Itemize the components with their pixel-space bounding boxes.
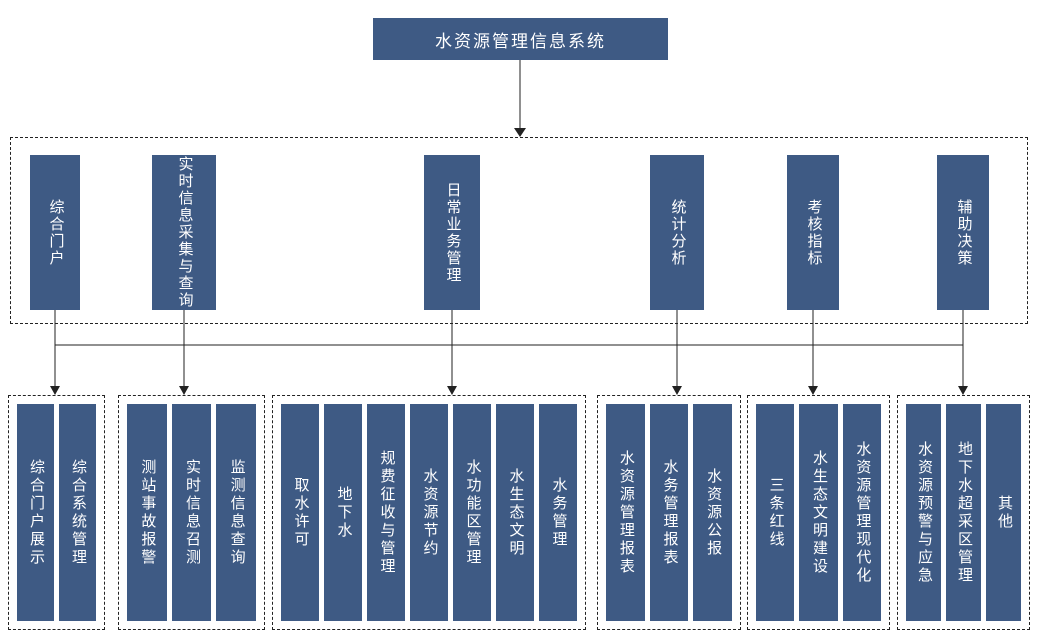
node-label: 三条红线 <box>767 476 784 549</box>
node-portal-display: 综合门户展示 <box>17 404 54 621</box>
node-label: 水生态文明建设 <box>810 449 827 576</box>
node-realtime-info-polling: 实时信息召测 <box>171 404 212 621</box>
node-statistical-analysis: 统计分析 <box>650 155 704 310</box>
node-other: 其他 <box>986 404 1021 621</box>
node-label: 日常业务管理 <box>444 181 461 284</box>
node-label: 取水许可 <box>292 476 309 549</box>
node-label: 规费征收与管理 <box>378 449 395 576</box>
root-connector <box>514 60 526 137</box>
node-groundwater-overdraft-zone-mgmt: 地下水超采区管理 <box>946 404 981 621</box>
node-water-affairs-mgmt-report: 水务管理报表 <box>649 404 689 621</box>
node-label: 综合门户 <box>47 198 64 267</box>
node-water-function-zone-mgmt: 水功能区管理 <box>453 404 491 621</box>
node-water-eco-civilization-construction: 水生态文明建设 <box>799 404 838 621</box>
root-node: 水资源管理信息系统 <box>373 18 668 60</box>
node-integrated-system-mgmt: 综合系统管理 <box>59 404 96 621</box>
node-label: 水务管理 <box>550 476 567 549</box>
node-label: 水资源节约 <box>421 467 438 558</box>
node-label: 水资源管理报表 <box>617 449 634 576</box>
node-water-resources-mgmt-modernization: 水资源管理现代化 <box>842 404 881 621</box>
node-label: 水资源公报 <box>705 467 722 558</box>
node-label: 综合系统管理 <box>70 458 86 567</box>
node-water-intake-permit: 取水许可 <box>281 404 319 621</box>
node-decision-support: 辅助决策 <box>937 155 989 310</box>
node-label: 测站事故报警 <box>139 458 156 567</box>
node-label: 统计分析 <box>669 198 686 267</box>
node-label: 监测信息查询 <box>228 458 245 567</box>
node-water-resources-mgmt-report: 水资源管理报表 <box>606 404 645 621</box>
node-label: 实时信息召测 <box>184 458 200 567</box>
node-groundwater: 地下水 <box>324 404 362 621</box>
node-realtime-info-collection-query: 实时信息采集与查询 <box>152 155 216 310</box>
node-water-affairs-mgmt: 水务管理 <box>539 404 577 621</box>
node-monitoring-info-query: 监测信息查询 <box>216 404 257 621</box>
node-water-ecology-civilization: 水生态文明 <box>496 404 534 621</box>
group-daily-business: 取水许可 地下水 规费征收与管理 水资源节约 水功能区管理 水生态文明 水务管理 <box>272 395 586 630</box>
group-statistical-analysis: 水资源管理报表 水务管理报表 水资源公报 <box>597 395 741 630</box>
node-fee-collection-mgmt: 规费征收与管理 <box>367 404 405 621</box>
node-assessment-indicators: 考核指标 <box>787 155 839 310</box>
node-daily-business-mgmt: 日常业务管理 <box>424 155 480 310</box>
node-label: 其他 <box>996 494 1012 531</box>
node-water-conservation: 水资源节约 <box>410 404 448 621</box>
node-label: 水资源预警与应急 <box>916 440 932 585</box>
node-water-resources-bulletin: 水资源公报 <box>693 404 733 621</box>
node-label: 综合门户展示 <box>28 458 44 567</box>
node-label: 考核指标 <box>805 198 822 267</box>
level1-container <box>10 137 1028 324</box>
node-label: 辅助决策 <box>955 198 972 267</box>
group-decision-support: 水资源预警与应急 地下水超采区管理 其他 <box>897 395 1030 630</box>
node-label: 水资源管理现代化 <box>854 440 871 585</box>
group-realtime-info: 测站事故报警 实时信息召测 监测信息查询 <box>118 395 265 630</box>
group-assessment-indicators: 三条红线 水生态文明建设 水资源管理现代化 <box>747 395 890 630</box>
root-title: 水资源管理信息系统 <box>435 31 606 51</box>
node-comprehensive-portal: 综合门户 <box>30 155 80 310</box>
node-label: 水功能区管理 <box>464 458 481 567</box>
node-station-accident-alarm: 测站事故报警 <box>127 404 167 621</box>
node-label: 实时信息采集与查询 <box>176 156 193 309</box>
node-label: 地下水 <box>335 485 352 540</box>
node-label: 水务管理报表 <box>661 458 678 567</box>
group-comprehensive-portal: 综合门户展示 综合系统管理 <box>8 395 105 630</box>
node-label: 地下水超采区管理 <box>956 440 972 585</box>
node-three-red-lines: 三条红线 <box>756 404 795 621</box>
node-label: 水生态文明 <box>507 467 524 558</box>
node-water-resources-warning-emergency: 水资源预警与应急 <box>906 404 941 621</box>
